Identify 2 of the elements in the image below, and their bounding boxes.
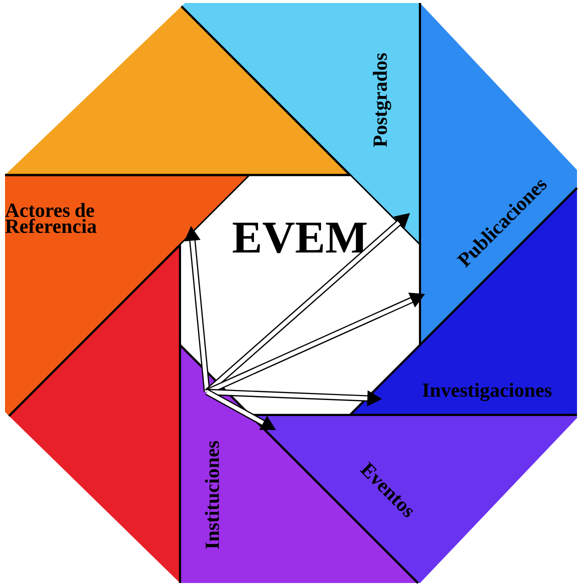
shutter-blade [8,242,182,583]
shutter-blade [5,6,353,176]
